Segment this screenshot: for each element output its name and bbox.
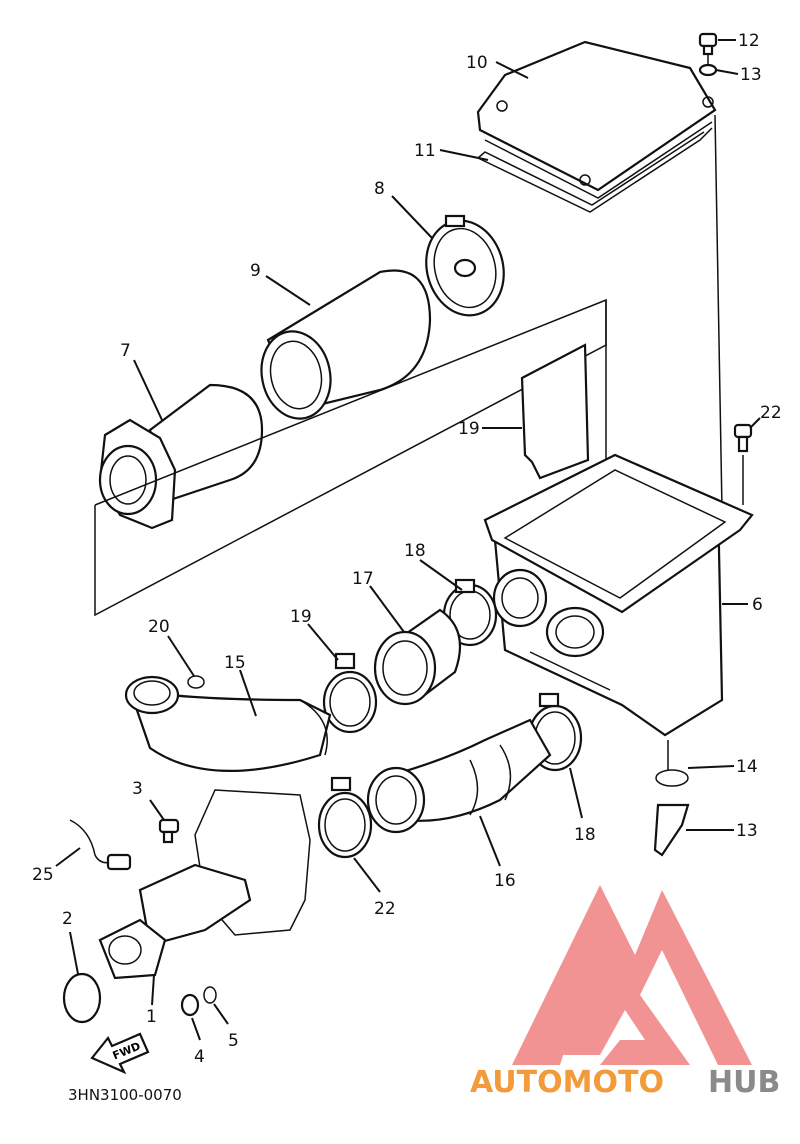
callout-5: 5 — [213, 1003, 239, 1051]
callout-16: 16 — [479, 815, 516, 891]
callout-18: 17 — [352, 569, 405, 633]
doc-code: 3HN3100-0070 — [68, 1086, 182, 1104]
svg-text:14: 14 — [736, 757, 758, 777]
svg-text:12: 12 — [738, 31, 760, 51]
engine-outline — [194, 789, 311, 936]
svg-text:8: 8 — [374, 179, 385, 199]
fwd-arrow: FWD — [90, 1032, 150, 1075]
callout-22: 20 — [148, 617, 195, 677]
part-24-bolt — [733, 423, 753, 505]
part-25-sensor — [69, 819, 132, 871]
svg-text:16: 16 — [494, 871, 516, 891]
watermark-logo — [512, 885, 752, 1065]
callout-21: 19 — [458, 419, 522, 439]
callout-20: 19 — [290, 607, 339, 661]
callout-10: 10 — [466, 53, 529, 79]
svg-text:15: 15 — [224, 653, 246, 673]
svg-text:13: 13 — [736, 821, 758, 841]
assembly-line — [714, 114, 723, 511]
part-7-filter-holder — [98, 383, 264, 530]
part-13-washer — [698, 63, 718, 77]
callout-1: 1 — [146, 974, 157, 1027]
svg-text:20: 20 — [148, 617, 170, 637]
callout-13: 13 — [715, 65, 762, 85]
svg-text:2: 2 — [62, 909, 73, 929]
svg-text:19: 19 — [290, 607, 312, 627]
part-12-bolt — [698, 32, 718, 56]
callout-15: 14 — [687, 757, 758, 777]
callout-4: 4 — [191, 1017, 205, 1067]
svg-text:9: 9 — [250, 261, 261, 281]
callout-24: 22 — [749, 403, 782, 429]
svg-text:3: 3 — [132, 779, 143, 799]
svg-text:7: 7 — [120, 341, 131, 361]
callout-11: 11 — [414, 141, 489, 161]
part-20-clamp — [322, 652, 378, 734]
callout-19-upper: 18 — [404, 541, 463, 591]
part-15-clip — [655, 769, 689, 787]
svg-text:18: 18 — [404, 541, 426, 561]
svg-text:4: 4 — [194, 1047, 205, 1067]
svg-text:25: 25 — [32, 865, 54, 885]
callout-9: 9 — [250, 261, 311, 306]
svg-text:22: 22 — [374, 899, 396, 919]
callout-14: 13 — [686, 821, 758, 841]
callout-6: 6 — [722, 595, 763, 615]
svg-text:18: 18 — [574, 825, 596, 845]
svg-text:6: 6 — [752, 595, 763, 615]
part-9-filter-element — [260, 269, 432, 420]
part-1-carburetor-joint — [98, 863, 252, 980]
part-16-joint — [366, 718, 552, 834]
callout-3: 3 — [132, 779, 165, 821]
svg-text:17: 17 — [352, 569, 374, 589]
part-6-air-box — [483, 453, 754, 737]
svg-text:11: 11 — [414, 141, 436, 161]
callout-17: 15 — [224, 653, 257, 717]
callout-2: 2 — [62, 909, 79, 975]
part-3-screw — [158, 818, 180, 844]
svg-text:19: 19 — [458, 419, 480, 439]
part-2-o-ring — [62, 972, 102, 1024]
group-panel-outline — [94, 298, 607, 617]
callout-25: 25 — [32, 847, 81, 885]
svg-text:13: 13 — [740, 65, 762, 85]
part-4-nut — [180, 993, 200, 1017]
svg-text:5: 5 — [228, 1031, 239, 1051]
svg-text:10: 10 — [466, 53, 488, 73]
part-10-cover — [476, 40, 717, 199]
part-18-joint — [373, 608, 462, 706]
callout-8: 8 — [374, 179, 433, 239]
part-22-clip — [187, 675, 205, 689]
part-21-plate — [520, 343, 590, 480]
part-8-end-cap — [425, 214, 505, 317]
part-5-washer — [203, 986, 217, 1004]
callout-7: 7 — [120, 341, 163, 421]
callout-12: 12 — [718, 31, 760, 51]
callout-23: 22 — [353, 857, 396, 919]
watermark-text-automoto: AUTOMOTO — [470, 1065, 664, 1100]
watermark-text-hub: HUB — [708, 1065, 780, 1100]
part-23-clamp — [317, 776, 373, 859]
part-11-gasket — [477, 127, 713, 213]
watermark-text: AUTOMOTO HUB — [470, 1065, 780, 1100]
part-14-drain — [653, 803, 690, 857]
svg-text:22: 22 — [760, 403, 782, 423]
callout-19-lower: 18 — [569, 767, 596, 845]
part-17-duct — [124, 675, 332, 772]
svg-text:1: 1 — [146, 1007, 157, 1027]
